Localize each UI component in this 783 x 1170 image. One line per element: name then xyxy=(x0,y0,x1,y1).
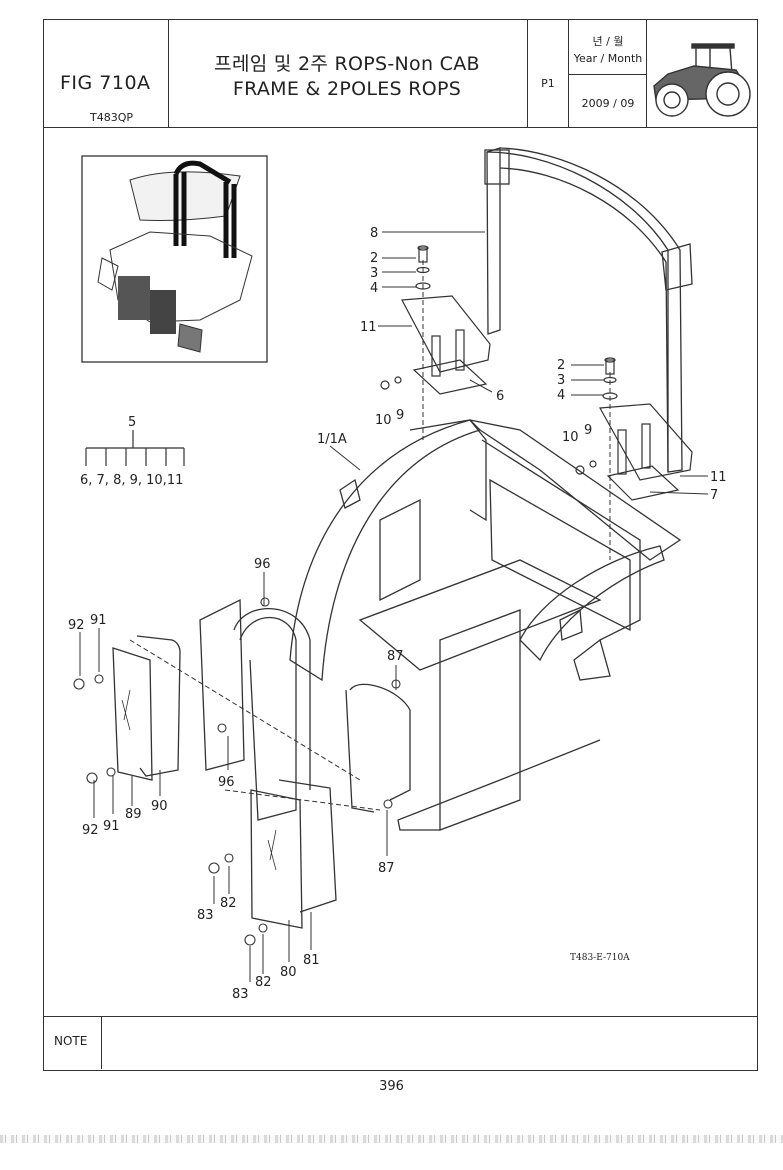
year-month-label-ko: 년 / 월 xyxy=(592,35,624,48)
callout-8: 8 xyxy=(370,226,378,241)
note-label: NOTE xyxy=(54,1034,88,1048)
callout-80: 80 xyxy=(280,965,297,980)
callout-9a: 9 xyxy=(396,408,404,423)
header-col-divider-2 xyxy=(527,19,528,127)
title-english: FRAME & 2POLES ROPS xyxy=(232,78,462,100)
tractor-icon xyxy=(653,43,751,117)
callout-9b: 9 xyxy=(584,423,592,438)
callout-10a: 10 xyxy=(375,413,392,428)
bracket-assemblies xyxy=(380,245,693,501)
header-col-divider-1 xyxy=(168,19,169,127)
fender-frame-1 xyxy=(289,419,682,831)
rops-arch-8 xyxy=(484,147,693,473)
kit-bracket xyxy=(85,430,185,466)
year-month-label-en: Year / Month xyxy=(573,52,643,65)
callout-90: 90 xyxy=(151,799,168,814)
page-code: P1 xyxy=(541,77,555,90)
callout-92a: 92 xyxy=(68,618,85,633)
header-col-divider-4 xyxy=(646,19,647,127)
callout-83a: 83 xyxy=(197,908,214,923)
kit-callout-5: 5 xyxy=(128,415,136,430)
scan-artifact-strip xyxy=(0,1135,783,1143)
exploded-parts-diagram: 8 2 3 4 11 6 10 9 2 3 4 10 9 11 7 1/1A 9… xyxy=(68,147,727,1002)
callout-87b: 87 xyxy=(378,861,395,876)
header-date-divider xyxy=(568,74,646,75)
callout-82a: 82 xyxy=(220,896,237,911)
callout-92b: 92 xyxy=(82,823,99,838)
callout-7: 7 xyxy=(710,488,718,503)
drawing-code: T483-E-710A xyxy=(570,953,630,963)
page-frame xyxy=(43,19,758,1071)
issue-date: 2009 / 09 xyxy=(581,97,635,110)
callout-3a: 3 xyxy=(370,266,378,281)
callout-83b: 83 xyxy=(232,987,249,1002)
callout-3b: 3 xyxy=(557,373,565,388)
callout-82b: 82 xyxy=(255,975,272,990)
callout-2a: 2 xyxy=(370,251,378,266)
model-code: T483QP xyxy=(90,111,134,124)
callout-81: 81 xyxy=(303,953,320,968)
inset-location-view xyxy=(81,155,268,363)
callout-87a: 87 xyxy=(387,649,404,664)
callout-10b: 10 xyxy=(562,430,579,445)
callout-11b: 11 xyxy=(710,470,727,485)
callout-91b: 91 xyxy=(103,819,120,834)
callout-89: 89 xyxy=(125,807,142,822)
hardware-nuts-washers xyxy=(73,597,401,946)
header-divider xyxy=(43,127,758,128)
assembly-dashed-lines xyxy=(129,260,611,811)
note-divider xyxy=(43,1016,758,1017)
callout-6: 6 xyxy=(496,389,504,404)
note-col-divider xyxy=(101,1016,102,1069)
callout-4a: 4 xyxy=(370,281,378,296)
callout-leader-lines xyxy=(79,231,709,982)
callout-11a: 11 xyxy=(360,320,377,335)
callout-96b: 96 xyxy=(218,775,235,790)
callout-91a: 91 xyxy=(90,613,107,628)
callout-2b: 2 xyxy=(557,358,565,373)
side-screen-frames xyxy=(112,598,411,929)
kit-contents-list: 6, 7, 8, 9, 10,11 xyxy=(80,473,183,488)
callout-1-1a: 1/1A xyxy=(317,432,347,447)
callout-96a: 96 xyxy=(254,557,271,572)
callout-4b: 4 xyxy=(557,388,565,403)
header-col-divider-3 xyxy=(568,19,569,127)
figure-number: FIG 710A xyxy=(60,72,151,94)
page-number: 396 xyxy=(379,1079,404,1094)
title-korean: 프레임 및 2주 ROPS-Non CAB xyxy=(214,53,480,75)
